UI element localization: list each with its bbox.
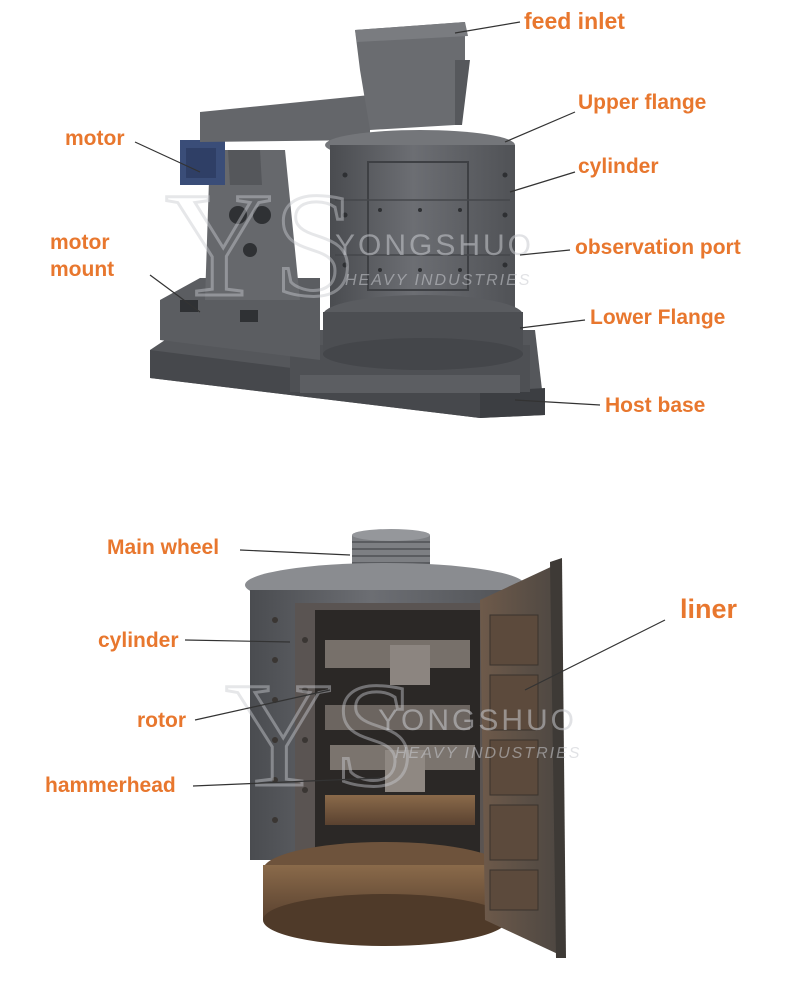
- label-lower-flange: Lower Flange: [590, 306, 726, 329]
- label-observation-port: observation port: [575, 236, 741, 259]
- crusher-open-illustration: YS YONGSHUO HEAVY INDUSTRIES: [224, 529, 581, 958]
- label-rotor: rotor: [137, 709, 186, 732]
- leader-liner: [524, 619, 666, 691]
- label-feed-inlet: feed inlet: [524, 8, 625, 34]
- leader-cylinder-top: [509, 171, 576, 193]
- label-main-wheel: Main wheel: [107, 536, 220, 559]
- bottom-leader-lines: [184, 549, 666, 787]
- leader-feed-inlet: [454, 21, 521, 34]
- leader-host-base: [514, 399, 601, 406]
- rotor-plate-2: [325, 705, 470, 730]
- label-host-base: Host base: [605, 394, 706, 417]
- leader-hammerhead: [192, 777, 381, 787]
- label-cylinder-top: cylinder: [578, 155, 659, 178]
- rotor-plate-4: [325, 795, 475, 825]
- leader-main-wheel: [239, 549, 351, 556]
- leader-rotor: [194, 689, 331, 721]
- watermark-logo-bottom: YS: [225, 652, 417, 818]
- label-upper-flange: Upper flange: [578, 91, 707, 114]
- watermark-brand-bottom: YONGSHUO: [378, 704, 577, 737]
- feed-inlet-shape: [200, 22, 470, 142]
- hammerhead-2: [385, 750, 425, 792]
- crusher-assembled-illustration: YS YONGSHUO HEAVY INDUSTRIES: [150, 22, 545, 418]
- leader-motor: [134, 141, 201, 173]
- label-motor-mount: motor mount: [50, 231, 115, 281]
- hammerhead-1: [390, 645, 430, 685]
- leader-upper-flange: [504, 111, 576, 143]
- cylinder-shape-top: [323, 130, 523, 370]
- watermark-sub-bottom: HEAVY INDUSTRIES: [395, 745, 581, 762]
- lower-flange-open: [263, 842, 507, 946]
- top-leader-lines: [134, 21, 601, 406]
- watermark-sub-top: HEAVY INDUSTRIES: [345, 272, 531, 289]
- label-cylinder-bottom: cylinder: [98, 629, 179, 652]
- label-motor: motor: [65, 127, 125, 150]
- label-liner: liner: [680, 594, 738, 624]
- motor-mount-shape: [160, 150, 320, 360]
- label-hammerhead: hammerhead: [45, 774, 176, 797]
- leader-observation-port: [519, 249, 571, 256]
- leader-lower-flange: [519, 319, 586, 329]
- leader-cylinder-bottom: [184, 639, 291, 643]
- watermark-logo-top: YS: [165, 162, 357, 328]
- leader-motor-mount: [149, 274, 201, 313]
- liner-door-shape: [480, 558, 566, 958]
- watermark-brand-top: YONGSHUO: [335, 229, 534, 262]
